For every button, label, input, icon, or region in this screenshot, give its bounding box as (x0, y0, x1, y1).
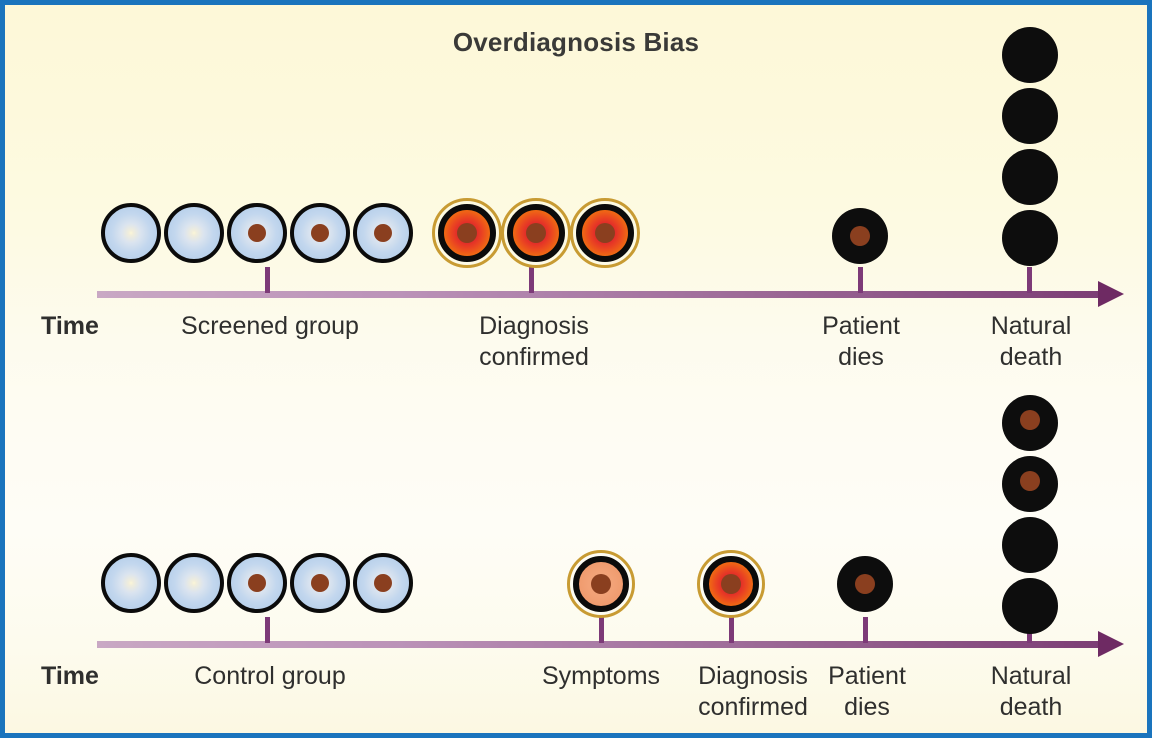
nucleus-dot (457, 223, 477, 243)
timeline-tick-symptoms (599, 617, 604, 643)
nucleus-dot (248, 224, 266, 242)
halo-ring (697, 550, 765, 618)
timeline-tick-diagnosis-control (729, 617, 734, 643)
tumor-marker (438, 204, 496, 262)
nucleus-dot (595, 223, 615, 243)
nucleus-dot (311, 224, 329, 242)
timeline-tick-control-group (265, 617, 270, 643)
timeline-axis-control (97, 641, 1101, 648)
death-marker (1002, 517, 1058, 573)
timeline-axis-screened (97, 291, 1101, 298)
nucleus-dot (1020, 471, 1040, 491)
nucleus-dot (1020, 410, 1040, 430)
nucleus-dot (850, 226, 870, 246)
diagnosis-confirmed-label-screened: Diagnosis confirmed (479, 312, 589, 371)
cell-marker (164, 203, 224, 263)
nucleus-dot (311, 574, 329, 592)
time-label-screened: Time (41, 312, 99, 340)
patient-dies-label-screened: Patient dies (822, 312, 900, 371)
death-marker (1002, 27, 1058, 83)
death-marker (1002, 149, 1058, 205)
control-group-label: Control group (194, 662, 346, 690)
nucleus-dot (721, 574, 741, 594)
cell-marker (290, 203, 350, 263)
timeline-tick-screened-group (265, 267, 270, 293)
timeline-tick-natural-death (1027, 267, 1032, 293)
tumor-marker (703, 556, 759, 612)
diagnosis-confirmed-label-control: Diagnosis confirmed (698, 662, 808, 721)
page-title: Overdiagnosis Bias (452, 27, 700, 57)
halo-ring (501, 198, 571, 268)
timeline-tick-patient-dies (858, 267, 863, 293)
nucleus-dot (591, 574, 611, 594)
tumor-marker (576, 204, 634, 262)
time-label-control: Time (41, 662, 99, 690)
nucleus-dot (526, 223, 546, 243)
cell-marker (101, 553, 161, 613)
symptoms-label: Symptoms (541, 662, 661, 690)
death-marker (1002, 578, 1058, 634)
natural-death-label-control: Natural death (990, 662, 1072, 721)
screened-group-label: Screened group (181, 312, 359, 340)
halo-ring (570, 198, 640, 268)
nucleus-dot (374, 224, 392, 242)
timeline-arrowhead-control (1098, 631, 1124, 657)
timeline-arrowhead-screened (1098, 281, 1124, 307)
halo-ring (567, 550, 635, 618)
halo-ring (432, 198, 502, 268)
nucleus-dot (248, 574, 266, 592)
cell-marker (164, 553, 224, 613)
patient-dies-label-control: Patient dies (828, 662, 906, 721)
death-marker (1002, 210, 1058, 266)
timeline-tick-patient-dies-control (863, 617, 868, 643)
natural-death-label-screened: Natural death (990, 312, 1072, 371)
cell-marker (101, 203, 161, 263)
timeline-tick-diagnosis (529, 267, 534, 293)
nucleus-dot (855, 574, 875, 594)
tumor-marker (507, 204, 565, 262)
death-marker (1002, 88, 1058, 144)
nucleus-dot (374, 574, 392, 592)
